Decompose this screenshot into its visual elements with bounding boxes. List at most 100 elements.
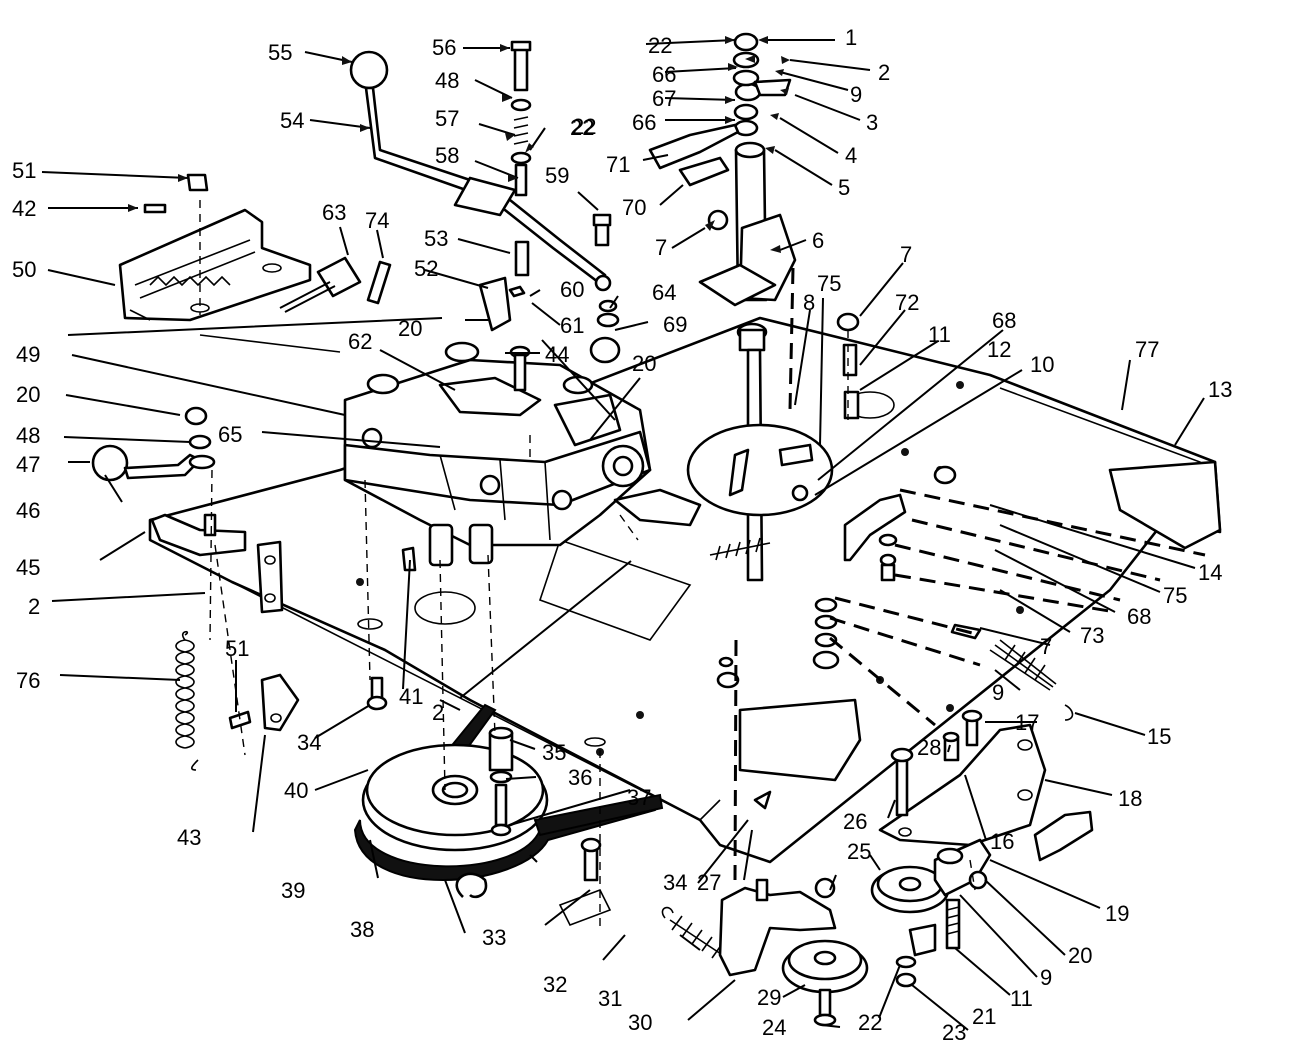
label-42: 42 <box>12 196 36 221</box>
label-27: 27 <box>697 870 721 895</box>
shift-knob-46 <box>91 406 216 482</box>
label-9-mid: 9 <box>992 680 1004 705</box>
label-19: 19 <box>1105 901 1129 926</box>
label-70: 70 <box>622 195 646 220</box>
leader-lines <box>41 36 1205 1031</box>
label-3: 3 <box>866 110 878 135</box>
label-71: 71 <box>606 152 630 177</box>
label-23: 23 <box>942 1020 966 1045</box>
spring-center <box>709 537 771 561</box>
pulley-40 <box>353 703 664 881</box>
label-8: 8 <box>803 290 815 315</box>
label-22-upper: 22 <box>572 114 596 139</box>
bolt-34-left <box>366 676 388 711</box>
label-9-bottom: 9 <box>1040 965 1052 990</box>
label-63: 63 <box>322 200 346 225</box>
label-11-bottom: 11 <box>1010 986 1033 1011</box>
bracket-19 <box>895 838 992 988</box>
transmission-housing <box>343 341 702 567</box>
label-2-left: 2 <box>28 594 40 619</box>
label-5: 5 <box>838 175 850 200</box>
label-21: 21 <box>972 1004 996 1029</box>
label-15: 15 <box>1147 724 1171 749</box>
label-30: 30 <box>628 1010 652 1035</box>
label-67: 67 <box>652 86 676 111</box>
label-17: 17 <box>1015 710 1039 735</box>
steering-shaft-assembly <box>478 32 797 582</box>
label-74: 74 <box>365 208 389 233</box>
label-26: 26 <box>843 809 867 834</box>
label-56: 56 <box>432 35 456 60</box>
label-60: 60 <box>560 277 584 302</box>
label-52: 52 <box>414 256 438 281</box>
clip-74 <box>366 260 392 305</box>
label-20-mid: 20 <box>632 351 656 376</box>
label-64: 64 <box>652 280 676 305</box>
spring-31 <box>661 906 731 961</box>
label-57: 57 <box>435 106 459 131</box>
label-41: 41 <box>399 684 423 709</box>
label-45: 45 <box>16 555 40 580</box>
label-31: 31 <box>598 986 622 1011</box>
idler-arm-30 <box>718 877 837 977</box>
label-54: 54 <box>280 108 304 133</box>
disc-75 <box>686 423 834 517</box>
label-6: 6 <box>812 228 824 253</box>
label-66-upper: 66 <box>652 62 676 87</box>
callout-labels: 1 2 9 3 4 5 6 7 8 75 7 72 11 68 12 10 77… <box>12 25 1232 1045</box>
clip-27 <box>753 790 772 810</box>
label-36: 36 <box>568 765 592 790</box>
label-68-a: 68 <box>992 308 1016 333</box>
label-43: 43 <box>177 825 201 850</box>
label-49: 49 <box>16 342 40 367</box>
label-22-top: 22 <box>648 33 672 58</box>
label-75-a: 75 <box>817 271 841 296</box>
label-58: 58 <box>435 143 459 168</box>
label-4: 4 <box>845 143 857 168</box>
label-10: 10 <box>1030 352 1054 377</box>
label-44: 44 <box>545 342 569 367</box>
label-75-b: 75 <box>1163 583 1187 608</box>
label-34-right: 34 <box>663 870 687 895</box>
label-1-top: 1 <box>845 25 857 50</box>
label-28: 28 <box>917 735 941 760</box>
label-48-top: 48 <box>435 68 459 93</box>
label-32: 32 <box>543 972 567 997</box>
label-37: 37 <box>627 785 651 810</box>
label-47: 47 <box>16 452 40 477</box>
label-51-bottom: 51 <box>225 636 249 661</box>
label-25: 25 <box>847 839 871 864</box>
idler-arm-18 <box>878 723 1094 862</box>
label-59: 59 <box>545 163 569 188</box>
label-22-mid: 22 <box>570 115 594 140</box>
label-77: 77 <box>1135 337 1159 362</box>
spring-76 <box>175 630 199 771</box>
frame-plate <box>148 316 1222 864</box>
bushing-28 <box>942 709 983 762</box>
label-2-top: 2 <box>878 60 890 85</box>
label-24: 24 <box>762 1015 786 1040</box>
shift-lever <box>349 50 612 292</box>
label-33: 33 <box>482 925 506 950</box>
spring-15 <box>989 639 1074 721</box>
label-53: 53 <box>424 226 448 251</box>
label-73: 73 <box>1080 623 1104 648</box>
label-62: 62 <box>348 329 372 354</box>
label-11-a: 11 <box>928 322 951 347</box>
label-46: 46 <box>16 498 40 523</box>
label-65: 65 <box>218 422 242 447</box>
label-9-top: 9 <box>850 82 862 107</box>
label-22-bottom: 22 <box>858 1010 882 1035</box>
label-20-right: 20 <box>1068 943 1092 968</box>
label-14: 14 <box>1198 560 1222 585</box>
label-51-top: 51 <box>12 158 36 183</box>
idler-pulley-25 <box>870 865 950 914</box>
label-7-b: 7 <box>900 242 912 267</box>
label-20-plate: 20 <box>398 316 422 341</box>
label-20-left: 20 <box>16 382 40 407</box>
link-chain <box>836 312 957 582</box>
label-40: 40 <box>284 778 308 803</box>
label-38: 38 <box>350 917 374 942</box>
label-34-left: 34 <box>297 730 321 755</box>
